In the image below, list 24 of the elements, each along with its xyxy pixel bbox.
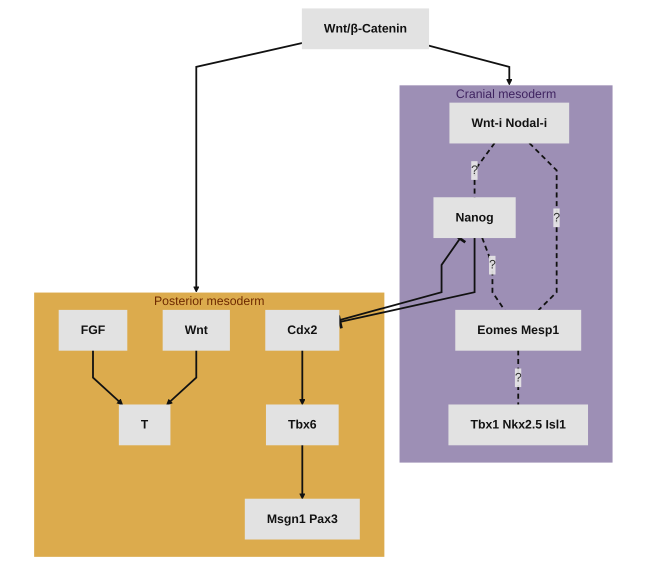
- arrow: [166, 350, 197, 405]
- node-box: Tbx6: [266, 404, 338, 445]
- node-box: Eomes Mesp1: [454, 309, 581, 350]
- node-box: T: [118, 404, 170, 445]
- edge-label: ?: [470, 162, 478, 177]
- arrow: [298, 444, 306, 499]
- node-box: Msgn1 Pax3: [244, 498, 360, 540]
- connector: [528, 142, 558, 310]
- edge-label: ?: [552, 210, 560, 224]
- arrow: [192, 42, 302, 292]
- edge-label: ?: [488, 257, 496, 272]
- connector: [480, 236, 506, 310]
- arrow: [298, 350, 306, 405]
- arrow: [428, 44, 512, 85]
- edge-label: ?: [514, 370, 522, 384]
- node-box: FGF: [58, 309, 127, 350]
- node-box: Tbx1 Nkx2.5 Isl1: [448, 404, 588, 445]
- node-box: Wnt-i Nodal-i: [449, 102, 569, 143]
- node-box: Nanog: [433, 196, 516, 238]
- node-box: Wnt: [162, 309, 230, 350]
- node-box: Cdx2: [264, 309, 339, 350]
- node-box: Wnt/β-Catenin: [302, 8, 429, 49]
- connector: [516, 350, 519, 404]
- arrow: [92, 350, 123, 405]
